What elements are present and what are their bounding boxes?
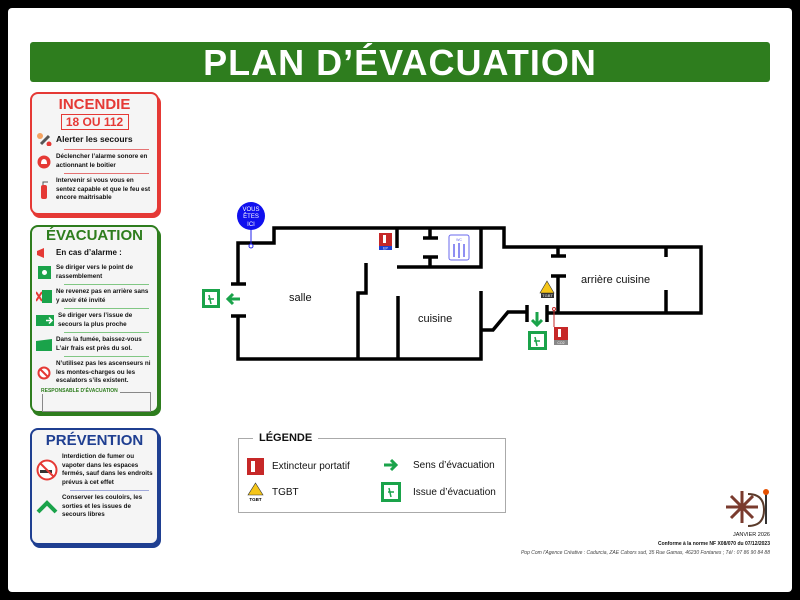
emergency-number: 18 OU 112 — [60, 114, 129, 130]
you-are-here-text: ICI — [247, 222, 255, 228]
wc-icon: WC — [448, 234, 470, 261]
evacuation-arrow-down-icon — [530, 312, 544, 328]
extinguisher-icon — [247, 458, 264, 475]
evacuation-arrow-left-icon — [225, 292, 240, 306]
prevention-item: Conserver les couloirs, les sorties et l… — [62, 494, 143, 518]
legend-direction: Sens d’évacuation — [413, 459, 495, 471]
room-salle: salle — [289, 292, 312, 304]
megaphone-icon — [36, 246, 52, 260]
evacuation-item: Dans la fumée, baissez-vous L’air frais … — [56, 336, 142, 352]
incendie-item: Intervenir si vous vous en sentez capabl… — [56, 177, 151, 201]
evacuation-item: Ne revenez pas en arrière sans y avoir é… — [56, 288, 149, 304]
smoke-crawl-icon — [36, 338, 52, 352]
alert-text: Alerter les secours — [56, 133, 133, 144]
incendie-item: Déclencher l’alarme sonore en actionnant… — [56, 153, 148, 169]
tgbt-icon: TGBT — [539, 280, 555, 298]
alarm-text: En cas d’alarme : — [56, 247, 122, 257]
prevention-panel: PRÉVENTION Interdiction de fumer ou vapo… — [30, 428, 159, 545]
exit-sign-icon — [381, 482, 401, 502]
evacuation-item: Se diriger vers l’issue de secours la pl… — [58, 312, 133, 328]
tgbt-icon: TGBT — [247, 482, 264, 502]
walls — [231, 226, 703, 361]
evacuation-panel: ÉVACUATION En cas d’alarme : Se diriger … — [30, 225, 159, 413]
no-smoking-icon — [36, 459, 58, 481]
wc-label: WC — [456, 238, 462, 242]
extinguisher-icon — [36, 181, 52, 199]
alarm-icon — [36, 155, 52, 169]
evacuation-item: N’utilisez pas les ascenseurs ni les mon… — [56, 360, 151, 384]
legend-title: LÉGENDE — [253, 432, 319, 444]
extinguisher-co2-icon: CO2 — [552, 307, 568, 345]
legend-tgbt: TGBT — [272, 486, 299, 498]
legend-exit: Issue d’évacuation — [413, 486, 496, 498]
footer-agency: Pop Com l’Agence Créative : Cadurcia, ZA… — [520, 550, 770, 556]
footer-date: JANVIER 2026 — [733, 532, 770, 538]
co2-label: CO2 — [557, 341, 564, 345]
prevention-item: Interdiction de fumer ou vapoter dans le… — [62, 453, 153, 486]
responsable-label: RESPONSABLE D’ÉVACUATION — [41, 387, 120, 394]
exit-sign-left-icon — [202, 289, 220, 308]
exit-sign-bottom-icon — [528, 331, 547, 350]
footer-norm: Conforme à la norme NF X08/070 du 07/12/… — [658, 541, 770, 547]
room-cuisine: cuisine — [418, 313, 453, 325]
you-are-here-text: VOUS — [242, 207, 259, 213]
tgbt-label: TGBT — [542, 293, 553, 298]
prevention-title: PRÉVENTION — [45, 432, 144, 449]
evacuation-item: Se diriger vers le point de rassemblemen… — [56, 264, 133, 280]
no-return-icon — [36, 290, 52, 304]
ep-label: EP — [383, 247, 388, 251]
no-elevator-icon — [36, 366, 52, 380]
legend: LÉGENDE Extincteur portatif TGBT TGBT Sen… — [238, 432, 506, 513]
company-logo — [726, 489, 769, 527]
tgbt-icon-label: TGBT — [249, 497, 261, 502]
phone-icon — [36, 132, 52, 146]
exit-arrow-icon — [36, 314, 54, 328]
assembly-point-icon — [36, 266, 52, 280]
chevron-up-icon — [36, 499, 58, 514]
room-arriere-cuisine: arrière cuisine — [581, 274, 651, 286]
responsable-field[interactable]: RESPONSABLE D’ÉVACUATION — [41, 387, 151, 412]
extinguisher-ep-icon: EP — [379, 233, 392, 251]
evacuation-title: ÉVACUATION — [46, 227, 143, 244]
incendie-panel: INCENDIE 18 OU 112 Alerter les secours D… — [30, 92, 159, 215]
you-are-here-text: ÊTES — [243, 212, 259, 220]
page-title: PLAN D’ÉVACUATION — [30, 42, 770, 83]
incendie-title: INCENDIE — [58, 96, 131, 113]
legend-extinguisher: Extincteur portatif — [272, 461, 350, 472]
you-are-here-marker: VOUS ÊTES ICI — [237, 202, 265, 249]
evacuation-arrow-icon — [384, 458, 399, 472]
